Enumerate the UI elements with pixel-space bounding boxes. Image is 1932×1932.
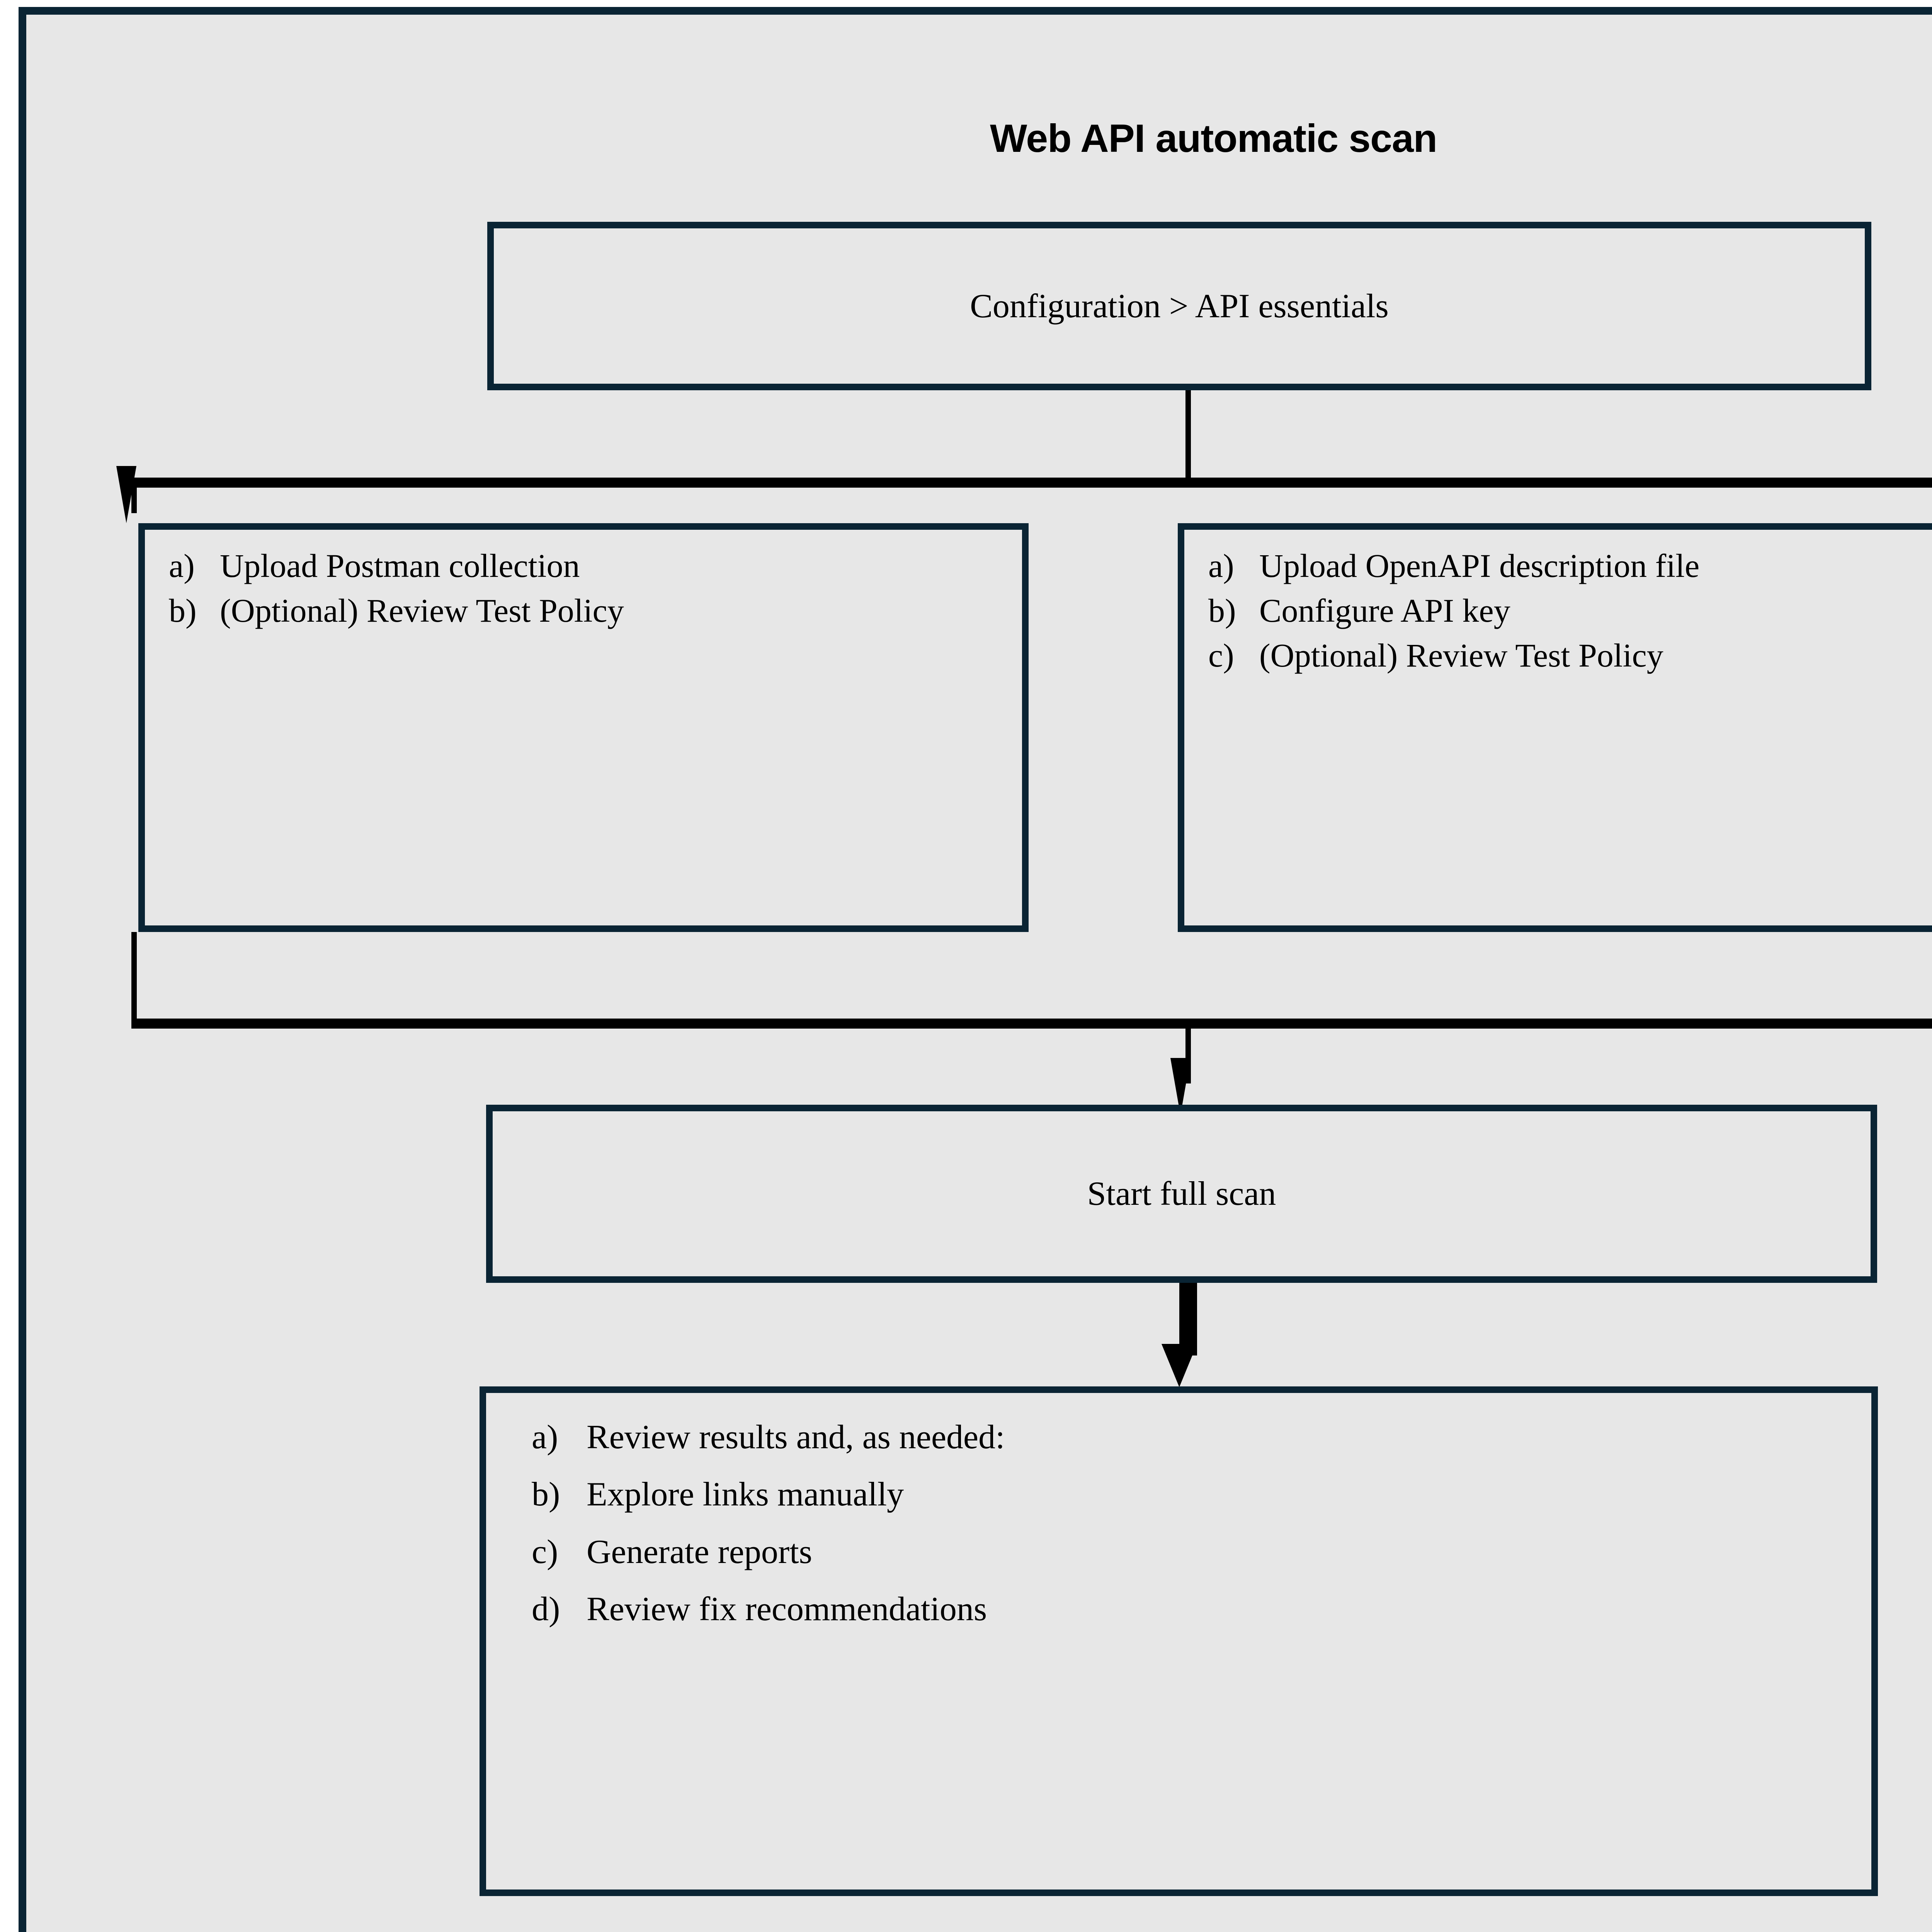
list-text: Generate reports: [587, 1533, 812, 1571]
list-marker: c): [532, 1533, 558, 1571]
list-item: b) (Optional) Review Test Policy: [169, 589, 1022, 633]
node-configuration-label: Configuration > API essentials: [970, 287, 1389, 325]
list-marker: b): [532, 1476, 560, 1514]
connector-horizontal-bar: [131, 1019, 1932, 1029]
diagram-title: Web API automatic scan: [990, 116, 1437, 160]
connector-stem: [1185, 390, 1191, 480]
node-start-full-scan[interactable]: Start full scan: [486, 1105, 1877, 1283]
results-step-list: a) Review results and, as needed: b) Exp…: [486, 1393, 1871, 1632]
list-text: Review fix recommendations: [587, 1590, 987, 1628]
list-item: b) Configure API key: [1208, 589, 1932, 633]
list-item: c) (Optional) Review Test Policy: [1208, 634, 1932, 677]
arrow-head-icon: [116, 466, 136, 523]
list-marker: b): [1208, 592, 1236, 629]
list-item: c) Generate reports: [532, 1530, 1871, 1574]
node-upload-openapi-description[interactable]: a) Upload OpenAPI description file b) Co…: [1178, 523, 1932, 932]
list-marker: b): [169, 592, 197, 629]
node-review-results[interactable]: a) Review results and, as needed: b) Exp…: [480, 1386, 1878, 1896]
node-upload-postman-collection[interactable]: a) Upload Postman collection b) (Optiona…: [138, 523, 1029, 932]
start-full-scan-label: Start full scan: [1087, 1175, 1276, 1213]
list-marker: a): [1208, 547, 1234, 584]
list-item: a) Upload OpenAPI description file: [1208, 544, 1932, 588]
list-marker: c): [1208, 636, 1234, 674]
arrow-head-icon: [1162, 1344, 1197, 1387]
diagram-frame: Web API automatic scan Configuration > A…: [19, 7, 1932, 1932]
connector-stem: [1179, 1283, 1197, 1355]
list-item: a) Upload Postman collection: [169, 544, 1022, 588]
connector-left-leg: [131, 932, 137, 1024]
node-configuration-api-essentials[interactable]: Configuration > API essentials: [487, 222, 1871, 390]
list-text: Explore links manually: [587, 1476, 904, 1514]
list-text: Configure API key: [1259, 592, 1510, 629]
list-text: Upload Postman collection: [220, 547, 580, 584]
list-item: a) Review results and, as needed:: [532, 1415, 1871, 1459]
list-marker: a): [532, 1418, 558, 1456]
list-text: (Optional) Review Test Policy: [1259, 636, 1663, 674]
list-text: Review results and, as needed:: [587, 1418, 1005, 1456]
list-marker: a): [169, 547, 195, 584]
list-item: d) Review fix recommendations: [532, 1587, 1871, 1631]
list-marker: d): [532, 1590, 560, 1628]
list-text: (Optional) Review Test Policy: [220, 592, 624, 629]
openapi-step-list: a) Upload OpenAPI description file b) Co…: [1184, 530, 1932, 677]
connector-horizontal-bar: [131, 478, 1932, 488]
postman-step-list: a) Upload Postman collection b) (Optiona…: [145, 530, 1022, 633]
list-item: b) Explore links manually: [532, 1473, 1871, 1517]
list-text: Upload OpenAPI description file: [1259, 547, 1700, 584]
